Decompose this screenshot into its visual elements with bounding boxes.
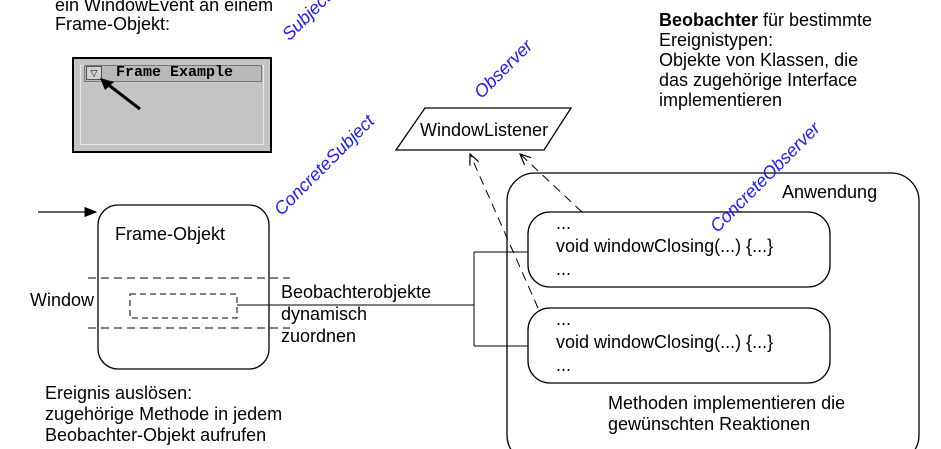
mouse-pointer-icon [100,78,141,111]
beobachter-line-1: Ereignistypen: [659,30,774,50]
anwendung-box [506,172,920,449]
window-title: Frame Example [116,64,234,81]
beobachter-heading: Beobachter für bestimmte [659,10,872,30]
event-line-1: Ereignis auslösen: [45,383,193,403]
intro-line-2: Frame-Objekt: [55,14,171,34]
beobachter-line-2: Objekte von Klassen, die [659,50,859,70]
listener-slot [129,293,238,319]
event-line-2: zugehörige Methode in jedem [45,404,283,424]
window-listener-shape [394,107,573,151]
event-line-3: Beobachter-Objekt aufrufen [45,425,267,445]
frame-objekt-label: Frame-Objekt [115,224,226,244]
window-titlebar [84,65,262,82]
methods-line-2: gewünschten Reaktionen [608,414,811,434]
anwendung-label: Anwendung [782,182,878,202]
method-box-1 [527,211,831,288]
method1-dots-bottom: ... [556,259,572,279]
window-label: Window [30,290,95,310]
window-menu-icon: ▽ [86,66,102,80]
frame-objekt-box [97,204,270,370]
assign-line-3: zuordnen [281,326,357,346]
method-box-2 [527,307,831,384]
beobachter-bold: Beobachter [659,10,759,30]
intro-line-1: ein WindowEvent an einem [55,0,274,15]
window-listener-label: WindowListener [420,120,549,140]
method2-signature: void windowClosing(...) {...} [556,332,774,352]
implements-arrow-1 [520,154,583,213]
frame-example-window: ▽ Frame Example [72,57,272,153]
assign-line-1: Beobachterobjekte [281,282,432,302]
beobachter-line-4: implementieren [659,90,783,110]
method1-signature: void windowClosing(...) {...} [556,236,774,256]
method1-dots-top: ... [556,213,572,233]
beobachter-line-3: das zugehörige Interface [659,70,858,90]
methods-line-1: Methoden implementieren die [608,393,846,413]
implements-arrow-2 [470,154,539,309]
method2-dots-bottom: ... [556,355,572,375]
method2-dots-top: ... [556,309,572,329]
assign-line-2: dynamisch [281,304,368,324]
beobachter-rest: für bestimmte [758,10,873,30]
